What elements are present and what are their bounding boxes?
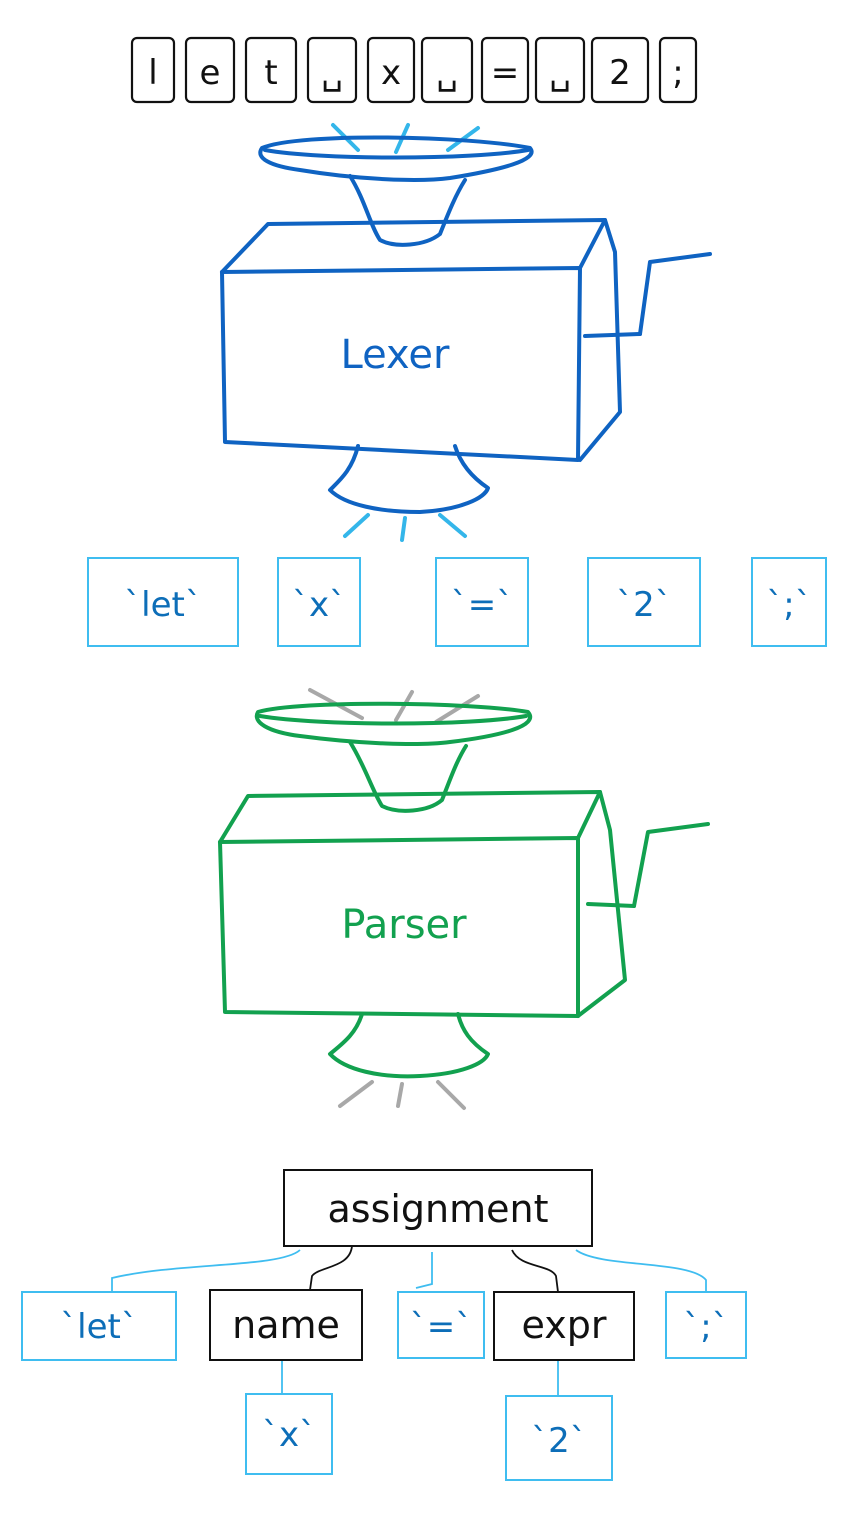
parser-output-funnel bbox=[328, 1012, 490, 1079]
tree-child-token: `;` bbox=[665, 1291, 747, 1359]
char-label: t bbox=[264, 53, 277, 93]
token-label: `let` bbox=[124, 585, 202, 625]
char-box: l bbox=[130, 36, 176, 104]
tree-grandchild-token: `2` bbox=[505, 1395, 613, 1481]
char-box: ␣ bbox=[420, 36, 474, 104]
input-characters: l e t ␣ x ␣ = ␣ bbox=[130, 36, 698, 104]
edge-root-eq bbox=[415, 1252, 433, 1289]
token-label: `=` bbox=[451, 585, 514, 625]
token-box: `;` bbox=[751, 557, 827, 647]
token-stream: `let` `x` `=` `2` `;` bbox=[87, 557, 827, 647]
edge-root-let bbox=[111, 1249, 301, 1292]
token-label: `;` bbox=[766, 585, 811, 625]
char-box: e bbox=[184, 36, 236, 104]
parser-machine: Parser bbox=[218, 688, 710, 1110]
char-label: x bbox=[381, 53, 401, 93]
tree-connectors bbox=[111, 1245, 707, 1396]
char-label: ; bbox=[672, 53, 683, 93]
child-label: `let` bbox=[60, 1307, 138, 1347]
lexer-output-funnel bbox=[328, 444, 490, 514]
char-box: ; bbox=[658, 36, 698, 104]
tree-root-node: assignment bbox=[283, 1169, 593, 1247]
token-label: `x` bbox=[292, 585, 346, 625]
root-label: assignment bbox=[327, 1187, 548, 1231]
edge-root-expr bbox=[511, 1249, 559, 1293]
char-box: 2 bbox=[590, 36, 650, 104]
tree-child-node: name bbox=[209, 1289, 363, 1361]
parser-output-sparks bbox=[338, 1080, 466, 1110]
tree-child-token: `let` bbox=[21, 1291, 177, 1361]
char-box: ␣ bbox=[306, 36, 358, 104]
token-box: `=` bbox=[435, 557, 529, 647]
grandchild-label: `x` bbox=[262, 1415, 316, 1455]
grandchild-label: `2` bbox=[531, 1421, 587, 1461]
token-box: `x` bbox=[277, 557, 361, 647]
token-box: `2` bbox=[587, 557, 701, 647]
child-label: `;` bbox=[683, 1307, 728, 1347]
char-label: = bbox=[491, 53, 520, 93]
child-label: expr bbox=[522, 1303, 607, 1347]
child-label: `=` bbox=[410, 1307, 473, 1347]
char-label: ␣ bbox=[321, 53, 343, 93]
char-box: ␣ bbox=[534, 36, 586, 104]
parser-funnel bbox=[254, 701, 533, 813]
char-box: t bbox=[244, 36, 298, 104]
lexer-box bbox=[220, 218, 712, 462]
lexer-label: Lexer bbox=[341, 332, 451, 378]
token-box: `let` bbox=[87, 557, 239, 647]
child-label: name bbox=[232, 1303, 340, 1347]
char-label: 2 bbox=[609, 53, 631, 93]
token-label: `2` bbox=[616, 585, 672, 625]
parse-tree: assignment `let` name `=` expr `;` `x` bbox=[21, 1169, 747, 1481]
parser-label: Parser bbox=[341, 902, 467, 948]
edge-root-semi bbox=[575, 1249, 707, 1292]
char-box: = bbox=[480, 36, 530, 104]
char-box: x bbox=[366, 36, 416, 104]
parser-box bbox=[218, 790, 710, 1018]
lexer-machine: Lexer bbox=[220, 123, 712, 542]
edge-root-name bbox=[309, 1245, 353, 1291]
char-label: e bbox=[200, 53, 221, 93]
char-label: ␣ bbox=[436, 53, 458, 93]
lexer-funnel bbox=[258, 135, 534, 247]
char-label: ␣ bbox=[549, 53, 571, 93]
tree-child-node: expr bbox=[493, 1291, 635, 1361]
tree-child-token: `=` bbox=[397, 1291, 485, 1359]
tree-grandchild-token: `x` bbox=[245, 1393, 333, 1475]
lexer-output-sparks bbox=[343, 513, 467, 542]
char-label: l bbox=[148, 53, 157, 93]
